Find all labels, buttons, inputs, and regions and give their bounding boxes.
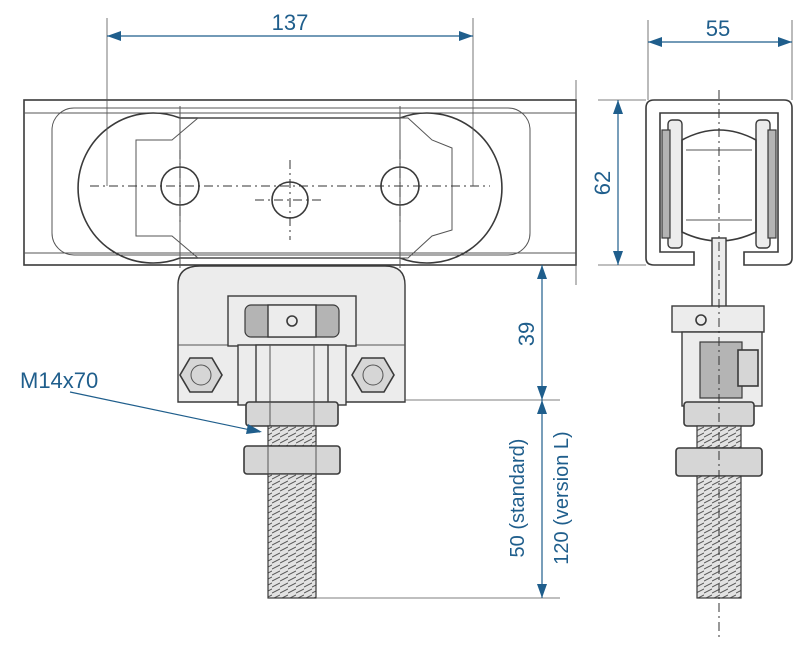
dimension-39: 39 [405, 264, 560, 401]
suspension-bolt [243, 401, 341, 599]
side-hanger [671, 305, 765, 407]
dimension-55-label: 55 [706, 16, 730, 41]
bolt-callout: M14x70 [20, 368, 262, 434]
dimension-version-l-label: 120 (version L) [551, 431, 573, 564]
dimension-bolt-length: 50 (standard) 120 (version L) [316, 400, 573, 599]
front-view [23, 80, 577, 599]
trolley-plate [77, 106, 503, 268]
dimension-55: 55 [647, 16, 793, 100]
wheel-assembly [661, 119, 777, 249]
dimension-39-label: 39 [514, 322, 539, 346]
side-bolt-right [351, 357, 395, 393]
bolt-callout-label: M14x70 [20, 368, 98, 393]
dimension-137-label: 137 [272, 10, 309, 35]
side-bolt-left [179, 357, 223, 393]
rail-section [645, 99, 793, 266]
dimension-standard-label: 50 (standard) [507, 439, 529, 558]
dimension-62-label: 62 [590, 171, 615, 195]
side-view [645, 90, 793, 640]
hanger-block [177, 265, 406, 406]
dimension-137: 137 [106, 10, 474, 186]
center-lines-front [90, 150, 490, 240]
dimension-62: 62 [590, 99, 646, 266]
